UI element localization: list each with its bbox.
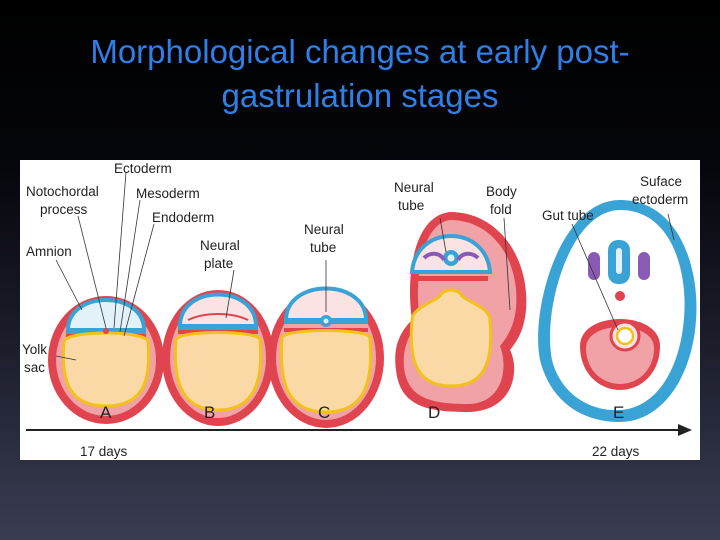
structure-labels: Ectoderm Notochordal process Mesoderm En… [22, 161, 688, 375]
label-notochordal-line2: process [40, 202, 88, 217]
label-amnion: Amnion [26, 244, 72, 259]
leader-lines [55, 171, 675, 361]
timeline-end-label: 22 days [592, 444, 640, 459]
stage-label-c: C [318, 403, 330, 422]
embryo-e [538, 200, 697, 422]
embryo-d [395, 212, 527, 412]
label-mesoderm: Mesoderm [136, 186, 200, 201]
label-body-fold-line1: Body [486, 184, 517, 199]
embryo-b [162, 290, 274, 426]
stage-letters: A B C D E [100, 403, 624, 422]
stage-label-b: B [204, 403, 215, 422]
label-yolk-sac-line1: Yolk [22, 342, 47, 357]
stage-label-d: D [428, 403, 440, 422]
timeline-arrow [26, 424, 692, 436]
label-neural-tube-d-line1: Neural [394, 180, 434, 195]
embryo-stages-diagram: Ectoderm Notochordal process Mesoderm En… [22, 161, 697, 459]
label-neural-plate-line1: Neural [200, 238, 240, 253]
label-neural-tube-c-line1: Neural [304, 222, 344, 237]
label-yolk-sac-line2: sac [24, 360, 45, 375]
label-ectoderm: Ectoderm [114, 161, 172, 176]
embryo-stages-figure: Ectoderm Notochordal process Mesoderm En… [20, 160, 700, 460]
label-neural-tube-d-line2: tube [398, 198, 424, 213]
stage-label-e: E [613, 403, 624, 422]
slide-title-line1: Morphological changes at early post- [90, 33, 630, 70]
label-surface-ectoderm-line2: ectoderm [632, 192, 688, 207]
embryo-a [48, 296, 164, 424]
stage-label-a: A [100, 403, 112, 422]
label-surface-ectoderm-line1: Suface [640, 174, 682, 189]
label-endoderm: Endoderm [152, 210, 214, 225]
label-neural-plate-line2: plate [204, 256, 233, 271]
slide-title-line2: gastrulation stages [221, 77, 499, 114]
label-gut-tube: Gut tube [542, 208, 594, 223]
label-neural-tube-c-line2: tube [310, 240, 336, 255]
label-notochordal-line1: Notochordal [26, 184, 99, 199]
label-body-fold-line2: fold [490, 202, 512, 217]
slide-title: Morphological changes at early post- gas… [20, 30, 700, 118]
timeline-start-label: 17 days [80, 444, 128, 459]
